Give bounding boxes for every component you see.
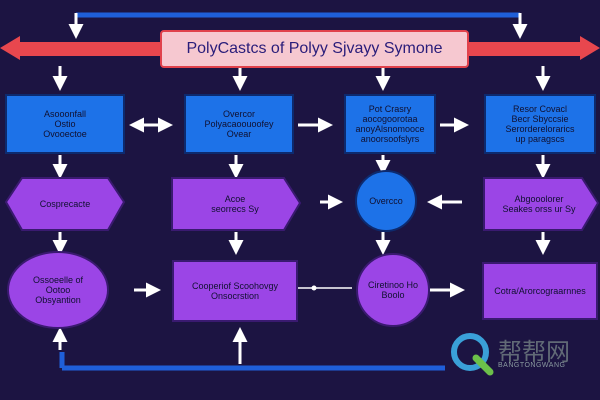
node-bot-3-label: Ciretinoo Ho Boolo	[367, 280, 419, 300]
node-bot-1-label: Ossoeelle of Ootoo Obsyantion	[32, 275, 84, 305]
node-mid-4: Abgooolorer Seakes orss ur Sy	[486, 180, 592, 228]
connector-dot	[311, 285, 317, 291]
node-bot-2-label: Cooperiof Scoohovgy Onsocrstion	[191, 281, 279, 301]
watermark-logo-icon	[451, 333, 494, 376]
node-top-1-label: Asooonfall Ostio Ovooectoe	[43, 109, 87, 139]
node-top-4-label: Resor Covacl Becr Sbyccsie Serorderelora…	[505, 104, 575, 144]
node-top-2: Overcor Polyacaoouoofey Ovear	[184, 94, 294, 154]
node-top-2-label: Overcor Polyacaoouoofey Ovear	[204, 109, 274, 139]
node-mid2-shape	[171, 177, 302, 231]
node-bot-2: Cooperiof Scoohovgy Onsocrstion	[172, 260, 298, 322]
node-mid-3: Overcco	[356, 186, 416, 216]
watermark-text: 帮帮网	[498, 338, 570, 366]
node-mid-1-label: Cosprecacte	[39, 199, 91, 209]
node-mid-1: Cosprecacte	[10, 180, 120, 228]
node-bot-4-label: Cotra/Arorcograarnnes	[494, 286, 586, 296]
node-bot-1: Ossoeelle of Ootoo Obsyantion	[12, 262, 104, 318]
node-mid3-shape	[355, 170, 417, 232]
watermark-subtext: BANGTONGWANG	[498, 362, 566, 369]
diagram-title: PolyCastcs of Polyy Sjvayy Symone	[186, 40, 443, 57]
node-bot3-shape	[356, 253, 430, 327]
node-mid-2-label: Acoe seorrecs Sy	[211, 194, 259, 214]
node-top-1: Asooonfall Ostio Ovooectoe	[5, 94, 125, 154]
banner-right-arrow	[465, 36, 600, 60]
diagram-title-banner: PolyCastcs of Polyy Sjvayy Symone	[160, 30, 469, 68]
banner-left-arrow	[0, 36, 160, 60]
node-top-3: Pot Crasry aocogoorotaa anoyAlsnomooce a…	[344, 94, 436, 154]
node-mid-2: Acoe seorrecs Sy	[176, 180, 294, 228]
node-mid-4-label: Abgooolorer Seakes orss ur Sy	[502, 194, 576, 214]
node-bot-3: Ciretinoo Ho Boolo	[360, 272, 426, 308]
node-bot1-shape	[7, 251, 109, 329]
node-mid1-shape	[4, 177, 126, 231]
node-bot-4: Cotra/Arorcograarnnes	[482, 262, 598, 320]
node-mid-3-label: Overcco	[369, 196, 403, 206]
node-top-3-label: Pot Crasry aocogoorotaa anoyAlsnomooce a…	[355, 104, 425, 144]
node-mid4-shape	[483, 177, 600, 231]
watermark: 帮帮网 BANGTONGWANG	[448, 330, 598, 380]
node-top-4: Resor Covacl Becr Sbyccsie Serorderelora…	[484, 94, 596, 154]
